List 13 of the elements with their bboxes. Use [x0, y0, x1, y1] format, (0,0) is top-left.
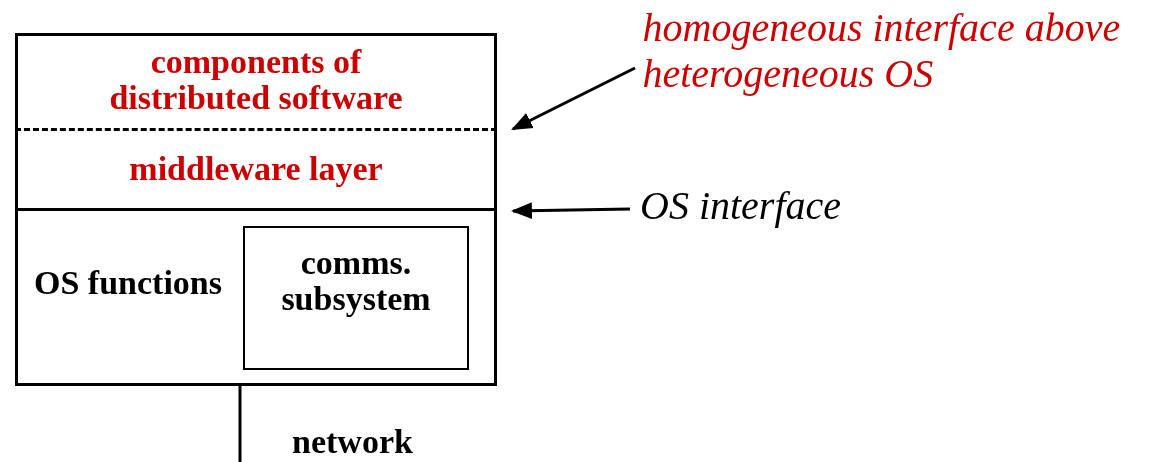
leader-arrow — [510, 202, 631, 220]
annotation-text: homogeneous interface above heterogeneous OS — [642, 5, 1122, 97]
layer-label: components of distributed software — [108, 44, 404, 116]
subsystem-box — [243, 226, 469, 370]
annotation-text: OS interface — [640, 183, 843, 229]
layer-label: OS functions — [33, 265, 223, 301]
subsystem-label: comms. subsystem — [280, 245, 432, 317]
leader-arrow — [511, 66, 636, 131]
layer-box — [15, 33, 497, 131]
layer-label: middleware layer — [128, 151, 384, 187]
connector-line — [238, 386, 242, 462]
layer-box — [15, 129, 497, 211]
layer-box — [15, 209, 497, 386]
